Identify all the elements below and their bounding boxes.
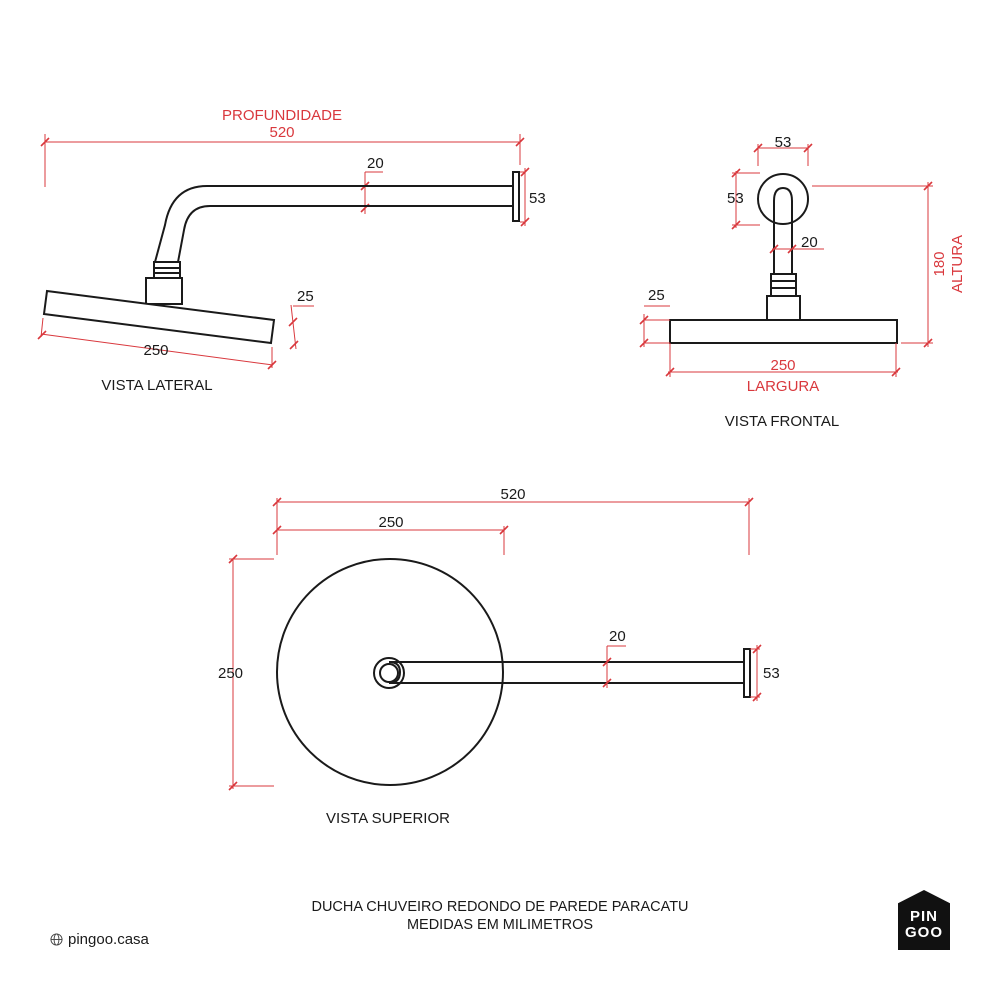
product-name: DUCHA CHUVEIRO REDONDO DE PAREDE PARACAT… <box>311 899 689 915</box>
globe-icon <box>50 933 63 946</box>
top-view: 520 250 250 20 53 VISTA SUPER <box>218 486 780 827</box>
head-depth-value: 250 <box>218 665 243 682</box>
logo-bottom-text: GOO <box>904 924 943 941</box>
head-thickness-value: 25 <box>648 287 665 304</box>
head-coupling <box>145 277 183 305</box>
connector-nut <box>770 273 797 297</box>
depth-value: 520 <box>269 124 294 141</box>
arm-pipe <box>773 186 793 274</box>
depth-label: PROFUNDIDADE <box>222 107 342 124</box>
front-view-caption: VISTA FRONTAL <box>725 413 839 430</box>
head-diameter-value: 250 <box>143 342 168 359</box>
drawing-title: DUCHA CHUVEIRO REDONDO DE PAREDE PARACAT… <box>0 898 1000 934</box>
head-thickness-value: 25 <box>297 288 314 305</box>
house-logo-icon <box>898 890 950 950</box>
width-label: LARGURA <box>747 378 820 395</box>
head-coupling <box>766 295 801 321</box>
logo-top-text: PIN <box>909 908 938 925</box>
flange-height-value: 53 <box>727 190 744 207</box>
wall-flange <box>743 648 751 698</box>
arm-pipe-outer <box>154 185 513 263</box>
head-diameter-dimension <box>40 333 274 366</box>
brand-site[interactable]: pingoo.casa <box>50 931 149 948</box>
width-value: 250 <box>770 357 795 374</box>
pipe-diameter-value: 20 <box>609 628 626 645</box>
wall-flange <box>512 171 520 222</box>
side-view: PROFUNDIDADE 520 20 53 25 <box>37 107 546 394</box>
pipe-diameter-value: 20 <box>367 155 384 172</box>
flange-value: 53 <box>763 665 780 682</box>
top-view-caption: VISTA SUPERIOR <box>326 810 450 827</box>
height-value: 180 <box>931 251 948 276</box>
head-diameter-value: 250 <box>378 514 403 531</box>
flange-value: 53 <box>529 190 546 207</box>
front-view: 53 53 20 180 ALTURA <box>639 134 966 430</box>
pingoo-logo: PIN GOO <box>898 890 950 950</box>
connector-nut <box>153 261 181 279</box>
pipe-diameter-value: 20 <box>801 234 818 251</box>
flange-width-value: 53 <box>775 134 792 151</box>
height-label: ALTURA <box>949 235 966 293</box>
shower-head <box>42 289 276 345</box>
shower-head <box>669 319 898 344</box>
units-note: MEDIDAS EM MILIMETROS <box>406 917 594 933</box>
site-url: pingoo.casa <box>68 931 149 948</box>
total-length-value: 520 <box>500 486 525 503</box>
arm-pipe-inner <box>177 205 513 263</box>
head-thickness-dimension <box>290 304 297 350</box>
wall-flange <box>757 173 809 225</box>
side-view-caption: VISTA LATERAL <box>101 377 212 394</box>
arm-pipe <box>389 661 744 684</box>
